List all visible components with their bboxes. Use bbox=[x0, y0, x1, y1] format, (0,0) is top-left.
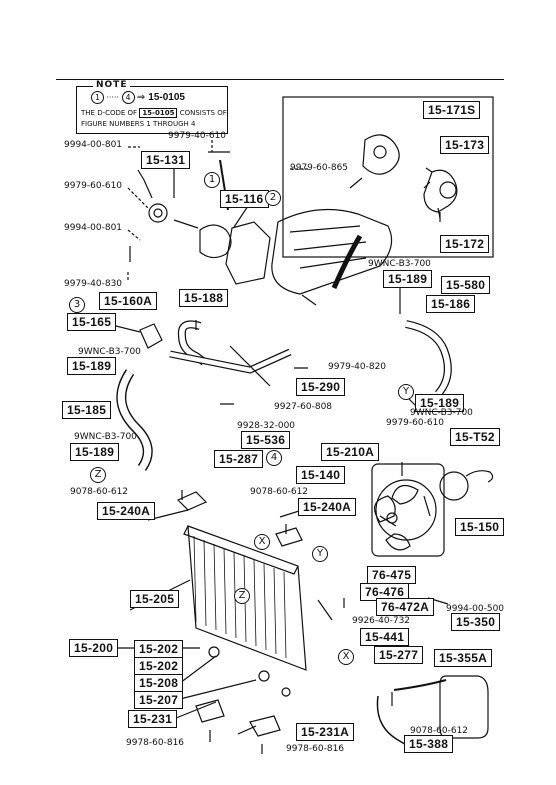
callout-z-2: Z bbox=[234, 588, 250, 604]
thermostat-cover bbox=[423, 169, 458, 213]
note-callout-to: 4 bbox=[121, 91, 135, 104]
code-15-186[interactable]: 15-186 bbox=[426, 295, 476, 313]
part-number-9978-60-816-a: 9978-60-816 bbox=[126, 738, 185, 748]
radiator bbox=[187, 525, 307, 671]
code-15-231[interactable]: 15-231 bbox=[128, 710, 178, 728]
code-15-t52[interactable]: 15-T52 bbox=[450, 428, 500, 446]
callout-3: 3 bbox=[69, 297, 85, 313]
code-15-350[interactable]: 15-350 bbox=[451, 613, 501, 631]
part-number-9078-60-612-a: 9078-60-612 bbox=[70, 487, 129, 497]
water-outlet-fitting bbox=[139, 323, 163, 349]
pump-pulley bbox=[148, 203, 168, 223]
top-rule bbox=[56, 79, 504, 80]
code-15-185[interactable]: 15-185 bbox=[62, 401, 112, 419]
part-number-9979-60-610-b: 9979-60-610 bbox=[386, 418, 445, 428]
code-15-140[interactable]: 15-140 bbox=[296, 466, 346, 484]
cooling-fan bbox=[373, 484, 419, 551]
cylinder-head bbox=[271, 208, 393, 295]
code-15-189-top[interactable]: 15-189 bbox=[383, 270, 433, 288]
code-15-210a[interactable]: 15-210A bbox=[321, 443, 380, 461]
code-15-116[interactable]: 15-116 bbox=[220, 190, 269, 208]
callout-2: 2 bbox=[265, 190, 281, 206]
code-15-189-left-2[interactable]: 15-189 bbox=[70, 443, 120, 461]
code-15-580[interactable]: 15-580 bbox=[441, 276, 491, 294]
fan-shroud bbox=[371, 463, 445, 557]
code-15-290[interactable]: 15-290 bbox=[296, 378, 346, 396]
code-15-388[interactable]: 15-388 bbox=[404, 735, 454, 753]
part-number-9wnc-b3-700-top: 9WNC-B3-700 bbox=[368, 259, 431, 269]
code-15-189-right[interactable]: 15-189 bbox=[415, 394, 465, 412]
code-15-287[interactable]: 15-287 bbox=[214, 450, 264, 468]
callout-y-2: Y bbox=[312, 546, 328, 562]
part-number-9926-40-732: 9926-40-732 bbox=[352, 616, 411, 626]
water-pump-housing bbox=[225, 221, 271, 285]
code-15-207[interactable]: 15-207 bbox=[134, 691, 184, 709]
note-line-3: FIGURE NUMBERS 1 THROUGH 4 bbox=[81, 120, 196, 128]
part-number-9979-40-610: 9979-40-610 bbox=[168, 131, 227, 141]
note-title: NOTE bbox=[93, 80, 131, 90]
part-number-9078-60-612-b: 9078-60-612 bbox=[250, 487, 309, 497]
code-15-173[interactable]: 15-173 bbox=[440, 136, 490, 154]
radiator-bracket-lower-left bbox=[195, 699, 225, 723]
note-code-2: 15-0105 bbox=[139, 108, 178, 118]
code-15-171s[interactable]: 15-171S bbox=[423, 101, 481, 119]
callout-x-2: X bbox=[338, 649, 354, 665]
part-number-9994-00-801-a: 9994-00-801 bbox=[64, 140, 123, 150]
code-15-277[interactable]: 15-277 bbox=[374, 646, 424, 664]
callout-4: 4 bbox=[266, 450, 282, 466]
thermostat-inset-frame bbox=[282, 96, 494, 258]
code-15-240a-center[interactable]: 15-240A bbox=[298, 498, 357, 516]
note-line-2: THE D-CODE OF 15-0105 CONSISTS OF bbox=[81, 108, 227, 118]
callout-1: 1 bbox=[204, 172, 220, 188]
radiator-bracket-lower-right bbox=[249, 715, 281, 737]
note-line-1: 1 ····· 4 ⇒ 15-0105 bbox=[91, 91, 185, 104]
code-15-188[interactable]: 15-188 bbox=[179, 289, 229, 307]
code-15-355a[interactable]: 15-355A bbox=[434, 649, 493, 667]
fan-motor bbox=[439, 471, 469, 501]
part-number-9928-32-000: 9928-32-000 bbox=[237, 421, 296, 431]
code-15-189-left-1[interactable]: 15-189 bbox=[67, 357, 117, 375]
code-15-240a-left[interactable]: 15-240A bbox=[97, 502, 156, 520]
code-76-475[interactable]: 76-475 bbox=[367, 566, 417, 584]
code-15-165[interactable]: 15-165 bbox=[67, 313, 117, 331]
code-15-441[interactable]: 15-441 bbox=[360, 628, 410, 646]
part-number-9wnc-b3-700-right: 9WNC-B3-700 bbox=[410, 408, 473, 418]
code-15-536[interactable]: 15-536 bbox=[241, 431, 291, 449]
part-number-9994-00-500: 9994-00-500 bbox=[446, 604, 505, 614]
code-15-202-b[interactable]: 15-202 bbox=[134, 657, 184, 675]
part-number-9078-60-612-c: 9078-60-612 bbox=[410, 726, 469, 736]
thermostat-housing bbox=[362, 134, 400, 175]
code-76-472a[interactable]: 76-472A bbox=[376, 598, 435, 616]
part-number-9927-60-808: 9927-60-808 bbox=[274, 402, 333, 412]
radiator-bracket-upper-left bbox=[176, 491, 208, 511]
code-15-131[interactable]: 15-131 bbox=[141, 151, 191, 169]
callout-x-1: X bbox=[254, 534, 270, 550]
radiator-bracket-upper-right bbox=[275, 527, 303, 547]
callout-y-1: Y bbox=[398, 384, 414, 400]
part-number-9994-00-801-b: 9994-00-801 bbox=[64, 223, 123, 233]
part-number-9979-60-610: 9979-60-610 bbox=[64, 181, 123, 191]
part-number-9wnc-b3-700-left-2: 9WNC-B3-700 bbox=[74, 432, 137, 442]
part-number-9979-40-830: 9979-40-830 bbox=[64, 279, 123, 289]
code-15-208[interactable]: 15-208 bbox=[134, 674, 184, 692]
water-pump bbox=[199, 224, 232, 259]
code-15-202-a[interactable]: 15-202 bbox=[134, 640, 184, 658]
code-15-172[interactable]: 15-172 bbox=[440, 235, 490, 253]
code-15-160a[interactable]: 15-160A bbox=[99, 292, 158, 310]
note-box: NOTE 1 ····· 4 ⇒ 15-0105 THE D-CODE OF 1… bbox=[76, 80, 228, 134]
note-callout-from: 1 bbox=[91, 91, 104, 104]
note-code-1: 15-0105 bbox=[148, 92, 185, 103]
code-15-205[interactable]: 15-205 bbox=[130, 590, 180, 608]
code-15-231a[interactable]: 15-231A bbox=[296, 723, 355, 741]
part-number-9979-60-865: 9979-60-865 bbox=[290, 163, 349, 173]
code-15-150[interactable]: 15-150 bbox=[455, 518, 505, 536]
part-number-9wnc-b3-700-left-1: 9WNC-B3-700 bbox=[78, 347, 141, 357]
callout-z-1: Z bbox=[90, 467, 106, 483]
code-15-200[interactable]: 15-200 bbox=[69, 639, 119, 657]
part-number-9979-40-820: 9979-40-820 bbox=[328, 362, 387, 372]
part-number-9978-60-816-b: 9978-60-816 bbox=[286, 744, 345, 754]
code-76-476[interactable]: 76-476 bbox=[360, 583, 410, 601]
